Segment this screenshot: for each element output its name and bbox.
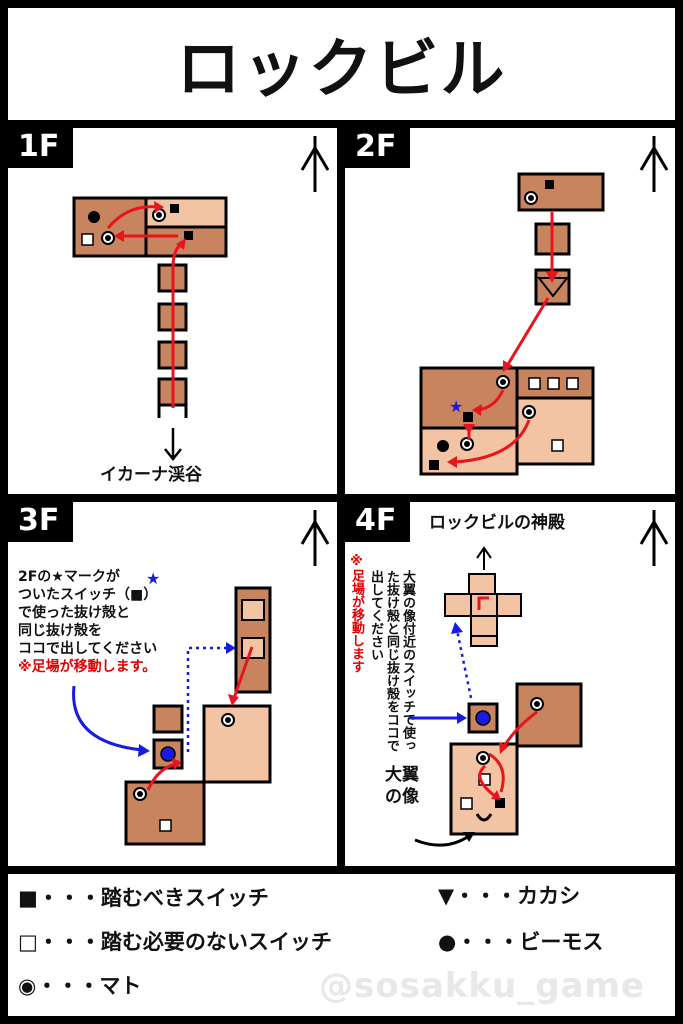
route-arrow-1f-curve: [106, 205, 159, 229]
floor-1f-label: 1F: [8, 128, 74, 168]
compass-icon: [639, 136, 669, 192]
legend-beamos: ●・・・ビーモス: [438, 930, 604, 954]
floor-1f-map: [72, 196, 228, 462]
legend-no-need: □・・・踏む必要のないスイッチ: [18, 930, 332, 954]
floor-2f-map: ★: [419, 172, 605, 476]
legend-panel: ■・・・踏むべきスイッチ □・・・踏む必要のないスイッチ ◉・・・マト ▼・・・…: [8, 874, 675, 1016]
beamos-target-4f: [475, 710, 491, 726]
compass-icon: [300, 510, 330, 566]
note-3f: 2Fの★マークが ついたスイッチ（■） で使った抜け殻と 同じ抜け殻を ココで出…: [18, 569, 158, 675]
exit-label-4f: ロックビルの神殿: [429, 513, 565, 533]
legend-kakashi: ▼・・・カカシ: [438, 884, 581, 908]
room-4f-right: [515, 682, 583, 748]
statue-icon: [475, 813, 493, 822]
star-mark-2f: ★: [449, 397, 463, 416]
exit-label-1f: イカーナ渓谷: [100, 465, 202, 485]
beamos-1f: [88, 211, 100, 223]
legend-must-press: ■・・・踏むべきスイッチ: [18, 886, 269, 910]
compass-icon: [300, 136, 330, 192]
floor-2f-panel: 2F ★: [345, 128, 675, 494]
switch-must-2f-top: [545, 180, 554, 189]
switch-must-1f-b: [184, 231, 193, 240]
switch-must-4f: [495, 798, 505, 808]
floor-4f-panel: 4F ロックビルの神殿 ※足場が移動します 大翼の像付近のスイッチで使った抜け殻…: [345, 502, 675, 866]
floor-3f-panel: 3F 2Fの★マークが ついたスイッチ（■） で使った抜け殻と 同じ抜け殻を コ…: [8, 502, 337, 866]
beamos-target-3f: [160, 746, 176, 762]
star-mark-3f: ★: [146, 569, 160, 588]
switch-must-2f-star: [463, 412, 473, 422]
legend-target: ◉・・・マト: [18, 974, 142, 998]
floor-1f-panel: 1F イカーナ渓谷: [8, 128, 337, 494]
statue-label-4f: 大翼 の像: [385, 765, 419, 807]
beamos-2f: [437, 440, 449, 452]
room-3f-mid: [202, 704, 272, 784]
floor-3f-map: ★: [72, 569, 272, 846]
switch-no-need-1f: [81, 233, 94, 246]
compass-icon: [639, 510, 669, 566]
page-title: ロックビル: [8, 8, 675, 120]
warning-4f: ※足場が移動します: [349, 554, 364, 673]
switch-must-2f-bottom: [429, 460, 439, 470]
floor-4f-map: [409, 546, 583, 847]
switch-must-1f-a: [170, 204, 179, 213]
floor-4f-label: 4F: [345, 502, 411, 542]
room-3f-small-top: [152, 704, 184, 734]
floor-3f-label: 3F: [8, 502, 74, 542]
watermark: @sosakku_game: [319, 966, 645, 1006]
note-4f: 大翼の像付近のスイッチで使った抜け殻と同じ抜け殻をココで出してください: [368, 570, 415, 752]
floor-2f-label: 2F: [345, 128, 411, 168]
